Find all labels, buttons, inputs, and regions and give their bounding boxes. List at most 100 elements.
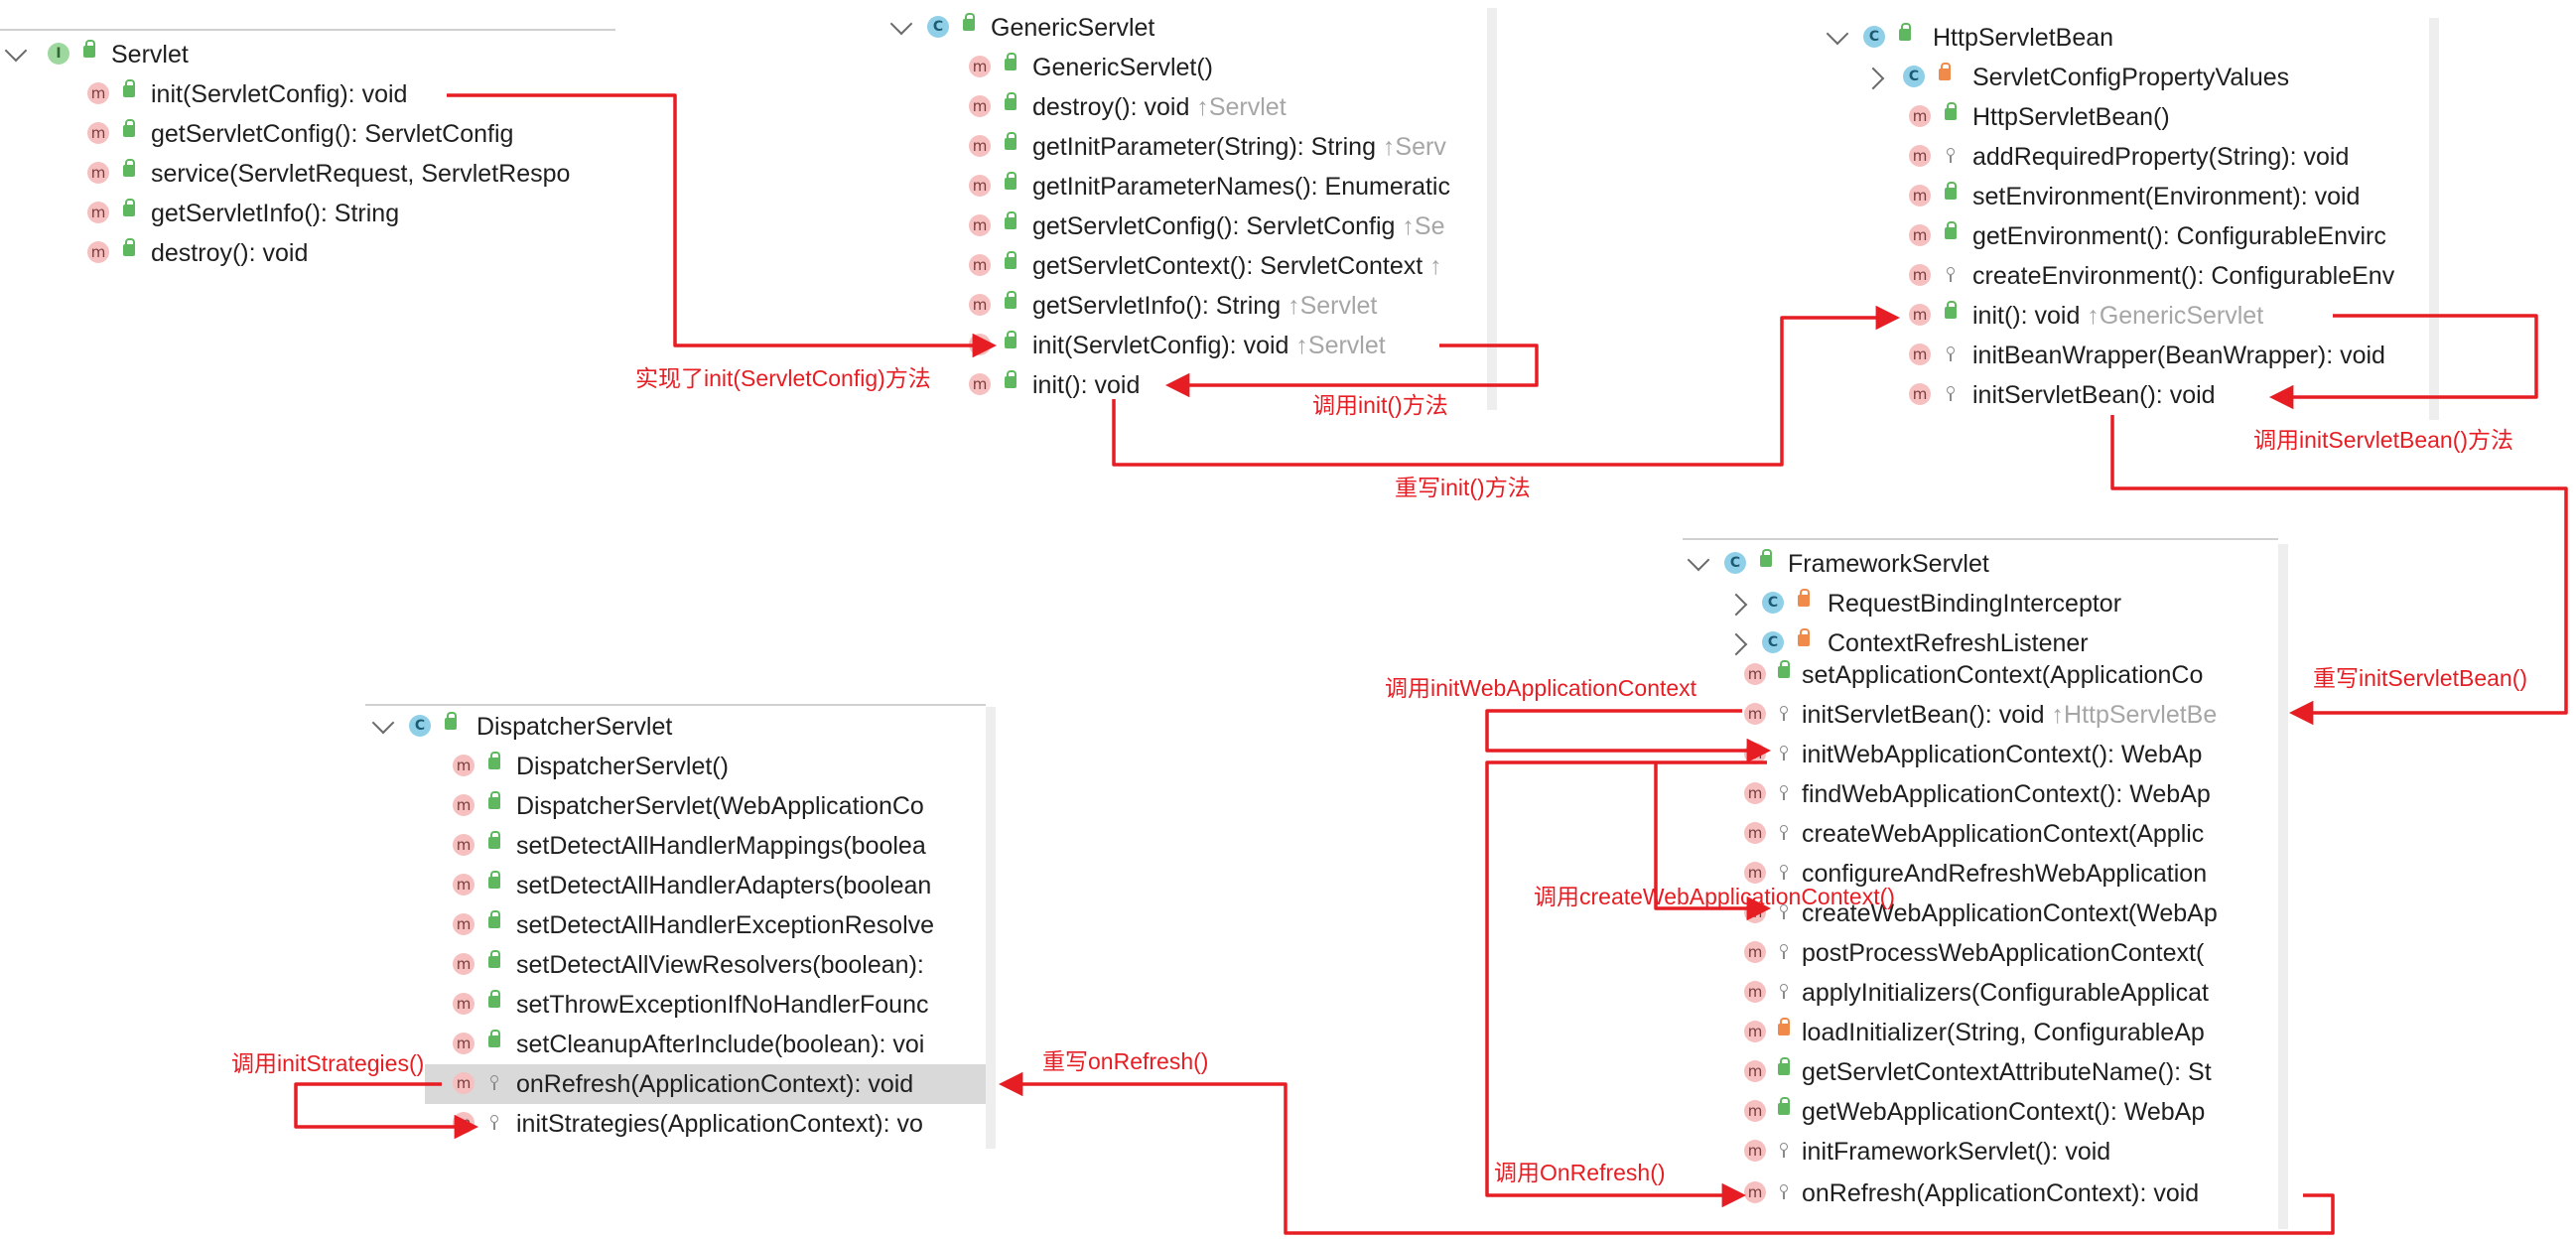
protected-icon — [490, 1115, 498, 1130]
framework-servlet-method-row[interactable]: m configureAndRefreshWebApplication — [1683, 854, 2278, 894]
scrollbar[interactable] — [2278, 544, 2288, 1229]
generic-servlet-method-row[interactable]: m getServletInfo(): String ↑Servlet — [883, 286, 1497, 326]
http-servlet-bean-method-row[interactable]: m HttpServletBean() — [1822, 97, 2429, 137]
servlet-method-row[interactable]: m destroy(): void — [0, 233, 615, 273]
public-icon — [1760, 549, 1772, 567]
inner-class-row[interactable]: C RequestBindingInterceptor — [1683, 584, 2278, 623]
method-icon: m — [1744, 862, 1766, 884]
http-servlet-bean-method-row[interactable]: m createEnvironment(): ConfigurableEnv — [1822, 256, 2429, 296]
private-icon — [1778, 1018, 1790, 1035]
framework-servlet-method-row[interactable]: m postProcessWebApplicationContext( — [1683, 933, 2278, 973]
method-signature: postProcessWebApplicationContext( — [1802, 939, 2205, 967]
private-icon — [1939, 63, 1951, 80]
generic-servlet-method-row[interactable]: m GenericServlet() — [883, 48, 1497, 87]
protected-icon — [1947, 148, 1955, 163]
protected-icon — [1947, 346, 1955, 361]
http-servlet-bean-method-row[interactable]: m init(): void ↑GenericServlet — [1822, 296, 2429, 336]
method-signature: initServletBean(): void — [1802, 701, 2052, 729]
inner-class-row[interactable]: C ContextRefreshListener — [1683, 623, 2278, 663]
method-signature: DispatcherServlet() — [516, 753, 729, 780]
dispatcher-servlet-method-row[interactable]: m setDetectAllHandlerMappings(boolea — [365, 826, 986, 866]
method-icon: m — [1744, 703, 1766, 725]
generic-servlet-name: GenericServlet — [991, 14, 1155, 42]
servlet-method-row[interactable]: m getServletConfig(): ServletConfig — [0, 114, 615, 154]
framework-servlet-structure-panel: C FrameworkServlet C RequestBindingInter… — [1683, 538, 2290, 1229]
method-icon: m — [1909, 344, 1931, 365]
method-signature: setThrowExceptionIfNoHandlerFounc — [516, 991, 929, 1019]
dispatcher-servlet-method-row[interactable]: m setCleanupAfterInclude(boolean): voi — [365, 1025, 986, 1064]
annotation-call-init-servlet-bean: 调用initServletBean()方法 — [2253, 427, 2514, 453]
generic-servlet-method-row[interactable]: m init(): void — [883, 365, 1497, 405]
dispatcher-servlet-method-row[interactable]: m setDetectAllViewResolvers(boolean): — [365, 945, 986, 985]
generic-servlet-method-row[interactable]: m getInitParameter(String): String ↑Serv — [883, 127, 1497, 167]
public-icon — [83, 40, 95, 58]
inner-class-row[interactable]: C ServletConfigPropertyValues — [1822, 58, 2429, 97]
inherited-from: ↑Serv — [1382, 133, 1446, 161]
framework-servlet-method-row[interactable]: m applyInitializers(ConfigurableApplicat — [1683, 973, 2278, 1013]
public-icon — [963, 13, 975, 31]
method-icon: m — [1744, 981, 1766, 1003]
dispatcher-servlet-method-row[interactable]: m setDetectAllHandlerAdapters(boolean — [365, 866, 986, 905]
inherited-from: ↑ — [1429, 252, 1442, 280]
method-icon: m — [87, 241, 109, 263]
http-servlet-bean-method-row[interactable]: m getEnvironment(): ConfigurableEnvirc — [1822, 216, 2429, 256]
public-icon — [1945, 102, 1957, 120]
framework-servlet-method-row[interactable]: m getServletContextAttributeName(): St — [1683, 1052, 2278, 1092]
dispatcher-servlet-method-row-selected[interactable]: m onRefresh(ApplicationContext): void — [425, 1064, 986, 1104]
framework-servlet-method-row[interactable]: m initFrameworkServlet(): void — [1683, 1132, 2278, 1172]
dispatcher-servlet-method-row[interactable]: m setDetectAllHandlerExceptionResolve — [365, 905, 986, 945]
protected-icon — [1780, 865, 1788, 880]
generic-servlet-method-row[interactable]: m getInitParameterNames(): Enumeratic — [883, 167, 1497, 207]
framework-servlet-node[interactable]: C FrameworkServlet — [1683, 544, 2278, 584]
method-icon: m — [1744, 822, 1766, 844]
generic-servlet-method-row[interactable]: m destroy(): void ↑Servlet — [883, 87, 1497, 127]
protected-icon — [1780, 904, 1788, 919]
scrollbar[interactable] — [2429, 18, 2439, 420]
servlet-node[interactable]: I Servlet — [0, 35, 615, 74]
method-signature: setDetectAllHandlerMappings(boolea — [516, 832, 926, 860]
servlet-method-row[interactable]: m getServletInfo(): String — [0, 194, 615, 233]
http-servlet-bean-method-row[interactable]: m initBeanWrapper(BeanWrapper): void — [1822, 336, 2429, 375]
annotation-call-init-strategies: 调用initStrategies() — [231, 1050, 425, 1076]
annotation-override-init-servlet-bean: 重写initServletBean() — [2313, 665, 2528, 691]
framework-servlet-method-row[interactable]: m loadInitializer(String, ConfigurableAp — [1683, 1013, 2278, 1052]
method-icon: m — [87, 162, 109, 184]
framework-servlet-method-row[interactable]: m findWebApplicationContext(): WebAp — [1683, 774, 2278, 814]
servlet-method-row[interactable]: m init(ServletConfig): void — [0, 74, 615, 114]
scrollbar[interactable] — [1487, 8, 1497, 410]
method-icon: m — [87, 82, 109, 104]
framework-servlet-method-row[interactable]: m onRefresh(ApplicationContext): void — [1683, 1173, 2278, 1213]
method-signature: findWebApplicationContext(): WebAp — [1802, 780, 2211, 808]
protected-icon — [1947, 386, 1955, 401]
http-servlet-bean-node[interactable]: C HttpServletBean — [1822, 18, 2429, 58]
generic-servlet-node[interactable]: C GenericServlet — [883, 8, 1497, 48]
servlet-method-row[interactable]: m service(ServletRequest, ServletRespo — [0, 154, 615, 194]
method-signature: initWebApplicationContext(): WebAp — [1802, 741, 2203, 768]
dispatcher-servlet-structure-panel: C DispatcherServlet m DispatcherServlet(… — [365, 704, 996, 1149]
generic-servlet-method-row[interactable]: m getServletContext(): ServletContext ↑ — [883, 246, 1497, 286]
http-servlet-bean-method-row[interactable]: m initServletBean(): void — [1822, 375, 2429, 415]
method-icon: m — [453, 993, 475, 1015]
inherited-from: ↑Servlet — [1295, 332, 1386, 359]
framework-servlet-method-row[interactable]: m initServletBean(): void ↑HttpServletBe — [1683, 695, 2278, 735]
method-icon: m — [969, 373, 991, 395]
class-icon: C — [1762, 631, 1784, 653]
method-signature: setDetectAllHandlerExceptionResolve — [516, 911, 935, 939]
inner-class-name: RequestBindingInterceptor — [1828, 590, 2122, 618]
http-servlet-bean-method-row[interactable]: m addRequiredProperty(String): void — [1822, 137, 2429, 177]
framework-servlet-method-row[interactable]: m createWebApplicationContext(Applic — [1683, 814, 2278, 854]
method-icon: m — [969, 95, 991, 117]
http-servlet-bean-method-row[interactable]: m setEnvironment(Environment): void — [1822, 177, 2429, 216]
dispatcher-servlet-method-row[interactable]: m DispatcherServlet(WebApplicationCo — [365, 786, 986, 826]
dispatcher-servlet-method-row[interactable]: m DispatcherServlet() — [365, 747, 986, 786]
generic-servlet-method-row[interactable]: m getServletConfig(): ServletConfig ↑Se — [883, 207, 1497, 246]
protected-icon — [1780, 706, 1788, 721]
framework-servlet-method-row[interactable]: m getWebApplicationContext(): WebAp — [1683, 1092, 2278, 1132]
method-signature: getServletConfig(): ServletConfig — [1032, 212, 1403, 240]
dispatcher-servlet-method-row[interactable]: m setThrowExceptionIfNoHandlerFounc — [365, 985, 986, 1025]
scrollbar[interactable] — [986, 707, 996, 1149]
dispatcher-servlet-node[interactable]: C DispatcherServlet — [365, 707, 986, 747]
inner-class-name: ContextRefreshListener — [1828, 629, 2089, 657]
framework-servlet-method-row[interactable]: m setApplicationContext(ApplicationCo — [1683, 655, 2278, 695]
method-signature: getServletContext(): ServletContext — [1032, 252, 1430, 280]
